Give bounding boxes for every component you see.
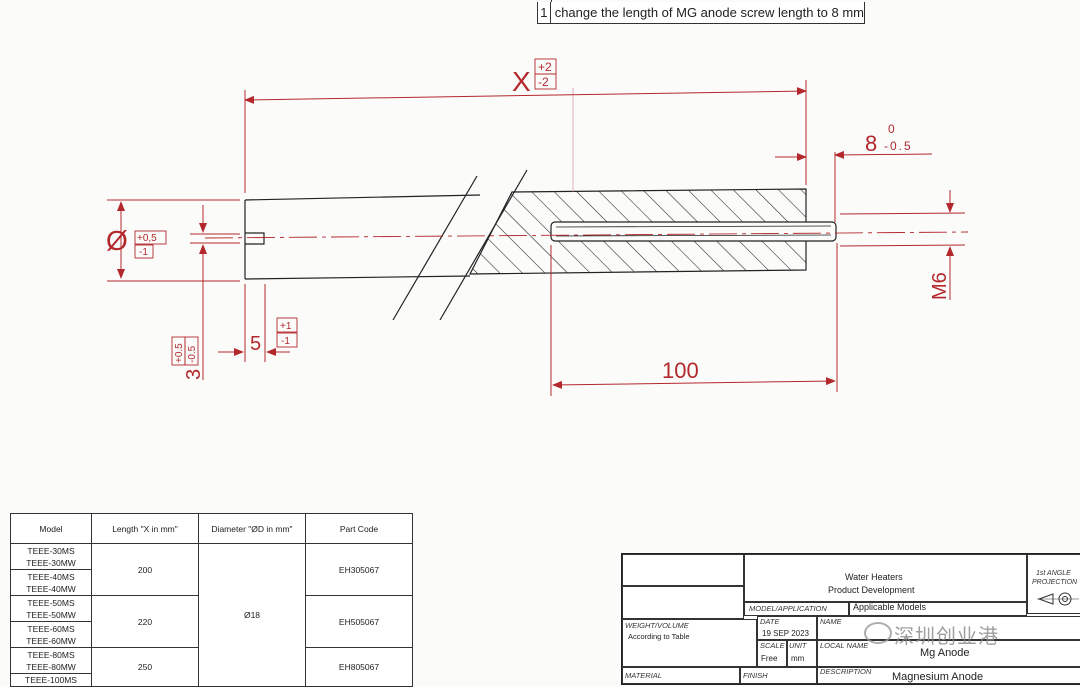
finish-label: FINISH bbox=[743, 671, 768, 680]
part-code: EH805067 bbox=[305, 647, 413, 687]
date-label: DATE bbox=[760, 617, 780, 626]
tb-cell bbox=[787, 640, 817, 667]
local-name-label: LOCAL NAME bbox=[820, 641, 869, 650]
unit-value: mm bbox=[791, 654, 805, 663]
part-code: EH505067 bbox=[305, 595, 413, 648]
unit-label: UNIT bbox=[789, 641, 807, 650]
tb-cell bbox=[817, 640, 1080, 667]
table-row: TEEE-40MS TEEE-40MW bbox=[10, 569, 92, 596]
tb-cell bbox=[849, 602, 1027, 616]
x-dim-label: X bbox=[512, 66, 531, 97]
dia-tol-box bbox=[134, 244, 154, 259]
tb-cell bbox=[1027, 554, 1080, 614]
screw-tol-upper: 0 bbox=[888, 122, 895, 136]
length-value: 250 bbox=[91, 647, 199, 687]
rod-body bbox=[244, 194, 481, 280]
dia-tol-box bbox=[134, 230, 167, 245]
description-value: Magnesium Anode bbox=[892, 671, 984, 683]
screw-tol-lower: -0.5 bbox=[884, 139, 913, 153]
table-row: TEEE-50MS TEEE-50MW bbox=[10, 595, 92, 622]
local-name-value: Mg Anode bbox=[920, 647, 970, 659]
projection-line2: PROJECTION bbox=[1032, 579, 1078, 586]
watermark-text: 深圳创业港 bbox=[894, 626, 999, 648]
tb-cell bbox=[817, 616, 1080, 640]
x-tol-lower: -2 bbox=[538, 75, 549, 89]
tb-cell bbox=[757, 640, 787, 667]
anode-drawing: X +2 -2 8 0 -0.5 Ø +0,5 -1 3 +0.5 -0.5 5… bbox=[106, 58, 969, 396]
tb-cell bbox=[622, 619, 757, 667]
slot-depth: 5 bbox=[250, 333, 261, 355]
weight-value: According to Table bbox=[628, 632, 690, 641]
tb-cell bbox=[744, 602, 849, 616]
model-name: TEEE-40MS bbox=[27, 571, 75, 582]
model-name: TEEE-30MS bbox=[27, 545, 75, 556]
projection-line1: 1st ANGLE bbox=[1036, 570, 1071, 577]
part-code: EH305067 bbox=[305, 543, 413, 596]
dia-tol-lower: -1 bbox=[139, 247, 148, 258]
length-value: 220 bbox=[91, 595, 199, 648]
revision-number: 1 bbox=[538, 2, 551, 23]
hatched-section bbox=[469, 188, 837, 275]
header-diameter: Diameter "ØD in mm" bbox=[198, 513, 306, 544]
model-name: TEEE-60MS bbox=[27, 623, 75, 634]
diameter-value: Ø18 bbox=[198, 543, 306, 687]
projection-symbol-icon bbox=[1037, 592, 1079, 606]
date-value: 19 SEP 2023 bbox=[762, 629, 810, 638]
revision-text: change the length of MG anode screw leng… bbox=[554, 5, 864, 20]
bore-length: 100 bbox=[662, 358, 699, 383]
model-name: TEEE-30MW bbox=[26, 557, 76, 568]
model-name: TEEE-60MW bbox=[26, 635, 76, 646]
depth-tol-box bbox=[276, 317, 298, 333]
table-row: TEEE-60MS TEEE-60MW bbox=[10, 621, 92, 648]
diameter-symbol: Ø bbox=[106, 225, 128, 256]
depth-tol-lower: -1 bbox=[281, 336, 290, 347]
depth-tol-box bbox=[276, 332, 298, 348]
x-tol-box bbox=[534, 73, 557, 90]
slot-tol-box bbox=[184, 336, 199, 366]
slot-tol-upper: +0.5 bbox=[174, 343, 185, 363]
description-label: DESCRIPTION bbox=[820, 667, 872, 676]
title-block: Water Heaters Product Development 1st AN… bbox=[621, 553, 1080, 685]
depth-tol-upper: +1 bbox=[280, 321, 292, 332]
model-name: TEEE-80MW bbox=[26, 661, 76, 672]
tb-cell bbox=[622, 586, 744, 619]
table-row: TEEE-100MS bbox=[10, 673, 92, 687]
material-label: MATERIAL bbox=[625, 671, 662, 680]
table-row: TEEE-80MS TEEE-80MW bbox=[10, 647, 92, 674]
model-name: TEEE-80MS bbox=[27, 649, 75, 660]
slot-tol-lower: -0.5 bbox=[187, 345, 198, 363]
model-name: TEEE-40MW bbox=[26, 583, 76, 594]
dia-tol-upper: +0,5 bbox=[137, 233, 157, 244]
models-table: Model Length "X in mm" Diameter "ØD in m… bbox=[10, 513, 413, 687]
x-tol-upper: +2 bbox=[538, 60, 552, 74]
tb-cell bbox=[622, 554, 744, 586]
model-name: TEEE-50MW bbox=[26, 609, 76, 620]
model-name: TEEE-100MS bbox=[25, 675, 77, 685]
model-name: TEEE-50MS bbox=[27, 597, 75, 608]
wechat-logo-icon bbox=[864, 622, 892, 644]
company-line2: Product Development bbox=[828, 585, 915, 595]
table-row: TEEE-30MS TEEE-30MW bbox=[10, 543, 92, 570]
thread-size: M6 bbox=[929, 272, 951, 300]
length-value: 200 bbox=[91, 543, 199, 596]
model-app-label: MODEL/APPLICATION bbox=[749, 604, 827, 613]
scale-value: Free bbox=[761, 654, 778, 663]
center-line bbox=[204, 231, 969, 239]
model-app-value: Applicable Models bbox=[853, 602, 927, 612]
revision-row: 1 change the length of MG anode screw le… bbox=[537, 2, 865, 24]
slot-width: 3 bbox=[183, 369, 205, 380]
weight-label: WEIGHT/VOLUME bbox=[625, 621, 689, 630]
name-label: NAME bbox=[820, 617, 842, 626]
header-part-code: Part Code bbox=[305, 513, 413, 544]
scale-label: SCALE bbox=[760, 641, 785, 650]
tb-cell bbox=[744, 554, 1027, 602]
header-length: Length "X in mm" bbox=[91, 513, 199, 544]
header-model: Model bbox=[10, 513, 92, 544]
tb-cell bbox=[757, 616, 817, 640]
dimension-lines bbox=[107, 80, 966, 396]
screw-length: 8 bbox=[865, 131, 877, 156]
company-line1: Water Heaters bbox=[845, 572, 903, 582]
